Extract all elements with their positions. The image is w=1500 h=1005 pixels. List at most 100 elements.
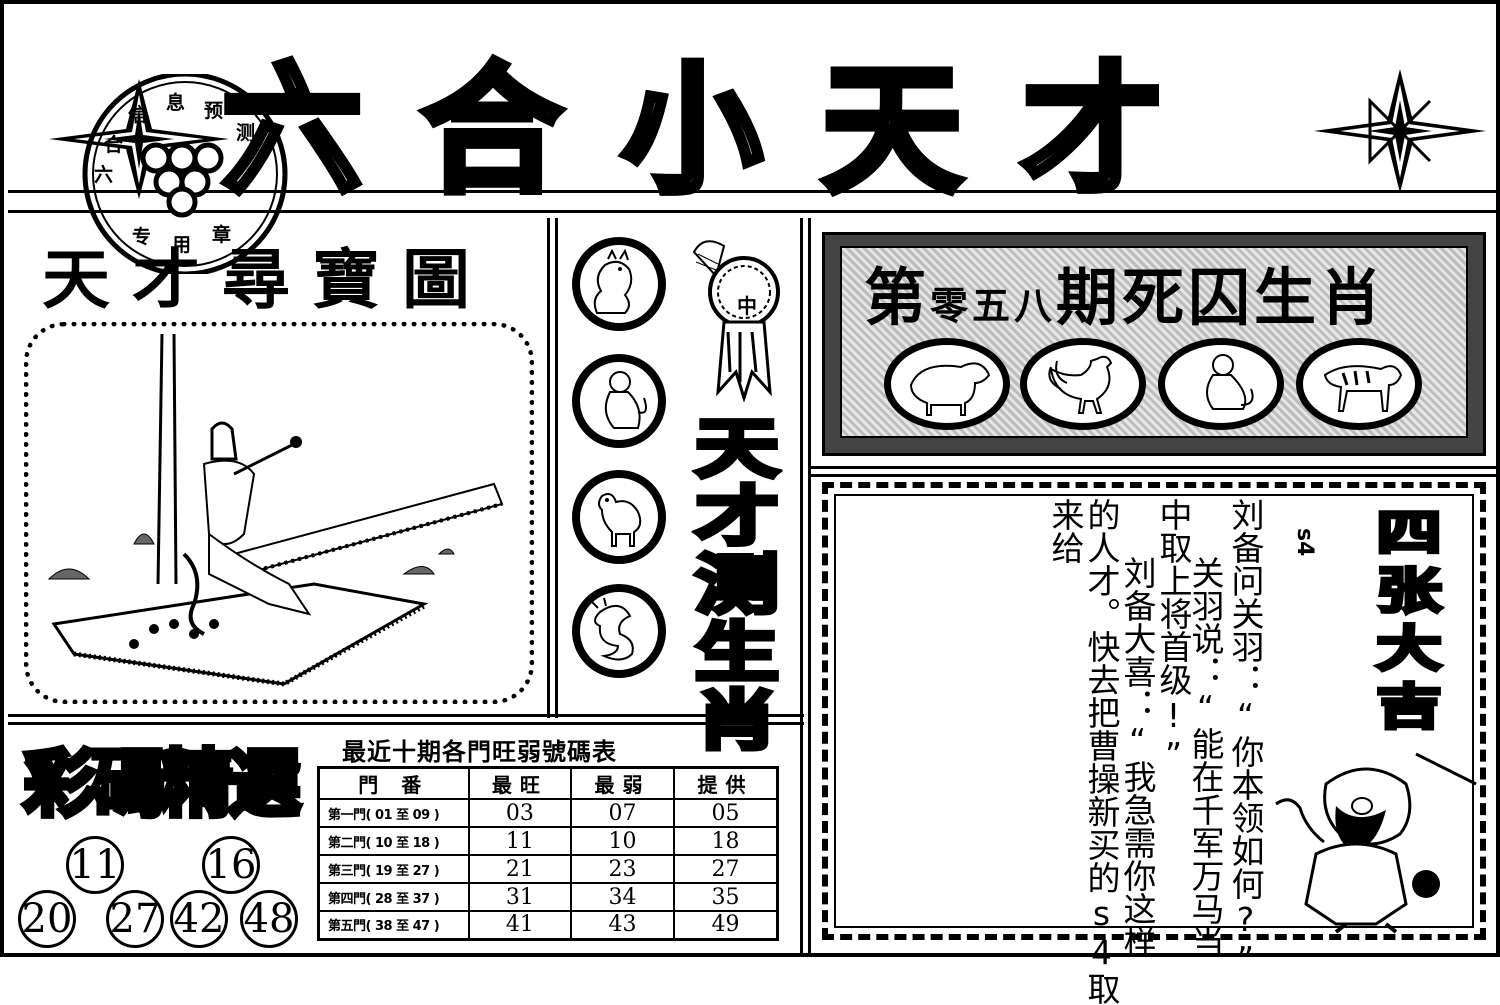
stamp-char: 息 xyxy=(166,92,186,114)
title-suffix: 期死囚生肖 xyxy=(1056,261,1387,334)
compass-star-icon-right xyxy=(1314,69,1486,193)
column-divider xyxy=(808,218,811,956)
stamp-char: 信 xyxy=(128,104,148,126)
table-header-row: 門 番 最旺 最弱 提供 xyxy=(317,766,779,800)
column-divider xyxy=(547,218,550,718)
main-title: 六合小天才 xyxy=(219,48,1223,215)
hot-cell: 31 xyxy=(467,882,573,912)
row-divider xyxy=(808,466,1496,469)
table-row: 第二門( 10 至 18 ) 11 10 18 xyxy=(317,826,779,856)
offer-cell: 05 xyxy=(672,798,779,828)
pick-number: 48 xyxy=(240,890,298,948)
rooster-icon xyxy=(1020,338,1146,430)
row-divider xyxy=(8,722,804,725)
fortune-title-char: 吉 xyxy=(1374,677,1444,737)
story-line: 中取上将首级!” xyxy=(1154,498,1193,774)
stamp-char: 预 xyxy=(204,100,224,122)
stamp-char: 章 xyxy=(212,224,232,246)
fortune-title: 四 张 大 吉 xyxy=(1344,503,1474,744)
header-rule-bottom xyxy=(8,210,1496,213)
tiger-icon xyxy=(1296,338,1422,430)
story-line: 来给 xyxy=(1046,498,1085,564)
gate-cell: 第三門( 19 至 27 ) xyxy=(317,854,470,884)
go-player-illustration xyxy=(47,334,504,687)
fortune-title-char: 张 xyxy=(1374,561,1444,621)
cold-cell: 34 xyxy=(570,882,675,912)
row-divider xyxy=(808,474,1496,477)
cold-cell: 07 xyxy=(570,798,675,828)
story-line: 关羽说：“能在千军万马当 xyxy=(1186,556,1225,958)
vertical-title-char: 天 xyxy=(692,413,782,487)
cold-cell: 43 xyxy=(570,910,675,940)
gate-cell: 第二門( 10 至 18 ) xyxy=(317,826,470,856)
fortune-title-char: 四 xyxy=(1374,503,1444,563)
monkey-icon xyxy=(1158,338,1284,430)
dragon-icon xyxy=(572,584,666,678)
issue-number: 零五八 xyxy=(930,283,1057,328)
vertical-title-char: 测 xyxy=(692,549,782,623)
pick-number: 11 xyxy=(66,836,124,894)
stamp-char: 用 xyxy=(172,234,192,256)
gate-cell: 第一門( 01 至 09 ) xyxy=(317,798,470,828)
seal-stamp xyxy=(82,74,288,274)
row-divider xyxy=(8,714,804,717)
header xyxy=(4,4,1496,214)
vertical-title-char: 生 xyxy=(692,617,782,691)
column-divider xyxy=(800,218,803,956)
stamp-char: 六 xyxy=(94,164,114,186)
story-panel-frame xyxy=(822,482,1486,940)
treasure-map-frame xyxy=(24,322,534,704)
cold-cell: 10 xyxy=(570,826,675,856)
compass-star-icon-left xyxy=(49,79,229,199)
medal-label: 中 xyxy=(737,294,757,318)
pick-number: 16 xyxy=(202,836,260,894)
stamp-char: 专 xyxy=(132,226,152,248)
column-header: 最旺 xyxy=(467,766,573,800)
table-row: 第五門( 38 至 47 ) 41 43 49 xyxy=(317,910,779,940)
treasure-map-title: 天才尋寶圖 xyxy=(42,242,493,318)
genius-zodiac-vertical-title: 天 才 测 生 肖 xyxy=(687,414,787,759)
monkey-icon xyxy=(572,354,666,448)
stamp-char: 测 xyxy=(236,122,256,144)
title-prefix: 第 xyxy=(864,261,931,334)
seal-stamp-text: 六 合 信 息 预 测 专 用 章 xyxy=(76,74,294,274)
column-header: 門 番 xyxy=(317,766,470,800)
pig-icon xyxy=(884,338,1010,430)
gate-cell: 第五門( 38 至 47 ) xyxy=(317,910,470,940)
header-rule xyxy=(8,190,1496,193)
story-line: 刘备大喜：“我急需你这样 xyxy=(1118,556,1157,958)
offer-cell: 27 xyxy=(672,854,779,884)
pick-number: 20 xyxy=(18,890,76,948)
table-row: 第一門( 01 至 09 ) 03 07 05 xyxy=(317,798,779,828)
pick-number: 42 xyxy=(170,890,228,948)
fortune-title-char: 大 xyxy=(1374,619,1444,679)
column-header: 最弱 xyxy=(570,766,675,800)
guan-yu-cartoon-icon xyxy=(1275,752,1477,934)
hot-cell: 03 xyxy=(467,798,573,828)
picks-title: 彩碼精選 xyxy=(21,739,303,829)
winner-medal-icon xyxy=(692,240,780,402)
offer-cell: 49 xyxy=(672,910,779,940)
gate-cell: 第四門( 28 至 37 ) xyxy=(317,882,470,912)
table-row: 第三門( 19 至 27 ) 21 23 27 xyxy=(317,854,779,884)
column-header: 提供 xyxy=(672,766,779,800)
sheep-icon xyxy=(572,470,666,564)
pick-number: 27 xyxy=(106,890,164,948)
vertical-title-char: 才 xyxy=(692,481,782,555)
hot-cell: 21 xyxy=(467,854,573,884)
code-label: s4 xyxy=(1292,528,1317,557)
story-line: 的人才。快去把曹操新买的s4取 xyxy=(1082,498,1121,1005)
gate-table-title: 最近十期各門旺弱號碼表 xyxy=(342,738,617,766)
hot-cell: 11 xyxy=(467,826,573,856)
rabbit-icon xyxy=(572,237,666,331)
death-zodiac-title: 第零五八期死囚生肖 xyxy=(864,258,1464,338)
story-panel-inner xyxy=(834,494,1474,928)
gate-number-table: 門 番 最旺 最弱 提供 第一門( 01 至 09 ) 03 07 05 第二門… xyxy=(317,766,779,941)
hot-cell: 41 xyxy=(467,910,573,940)
offer-cell: 35 xyxy=(672,882,779,912)
story-line: 刘备问关羽：“你本领如何?” xyxy=(1226,498,1265,978)
cold-cell: 23 xyxy=(570,854,675,884)
column-divider xyxy=(555,218,558,718)
table-row: 第四門( 28 至 37 ) 31 34 35 xyxy=(317,882,779,912)
